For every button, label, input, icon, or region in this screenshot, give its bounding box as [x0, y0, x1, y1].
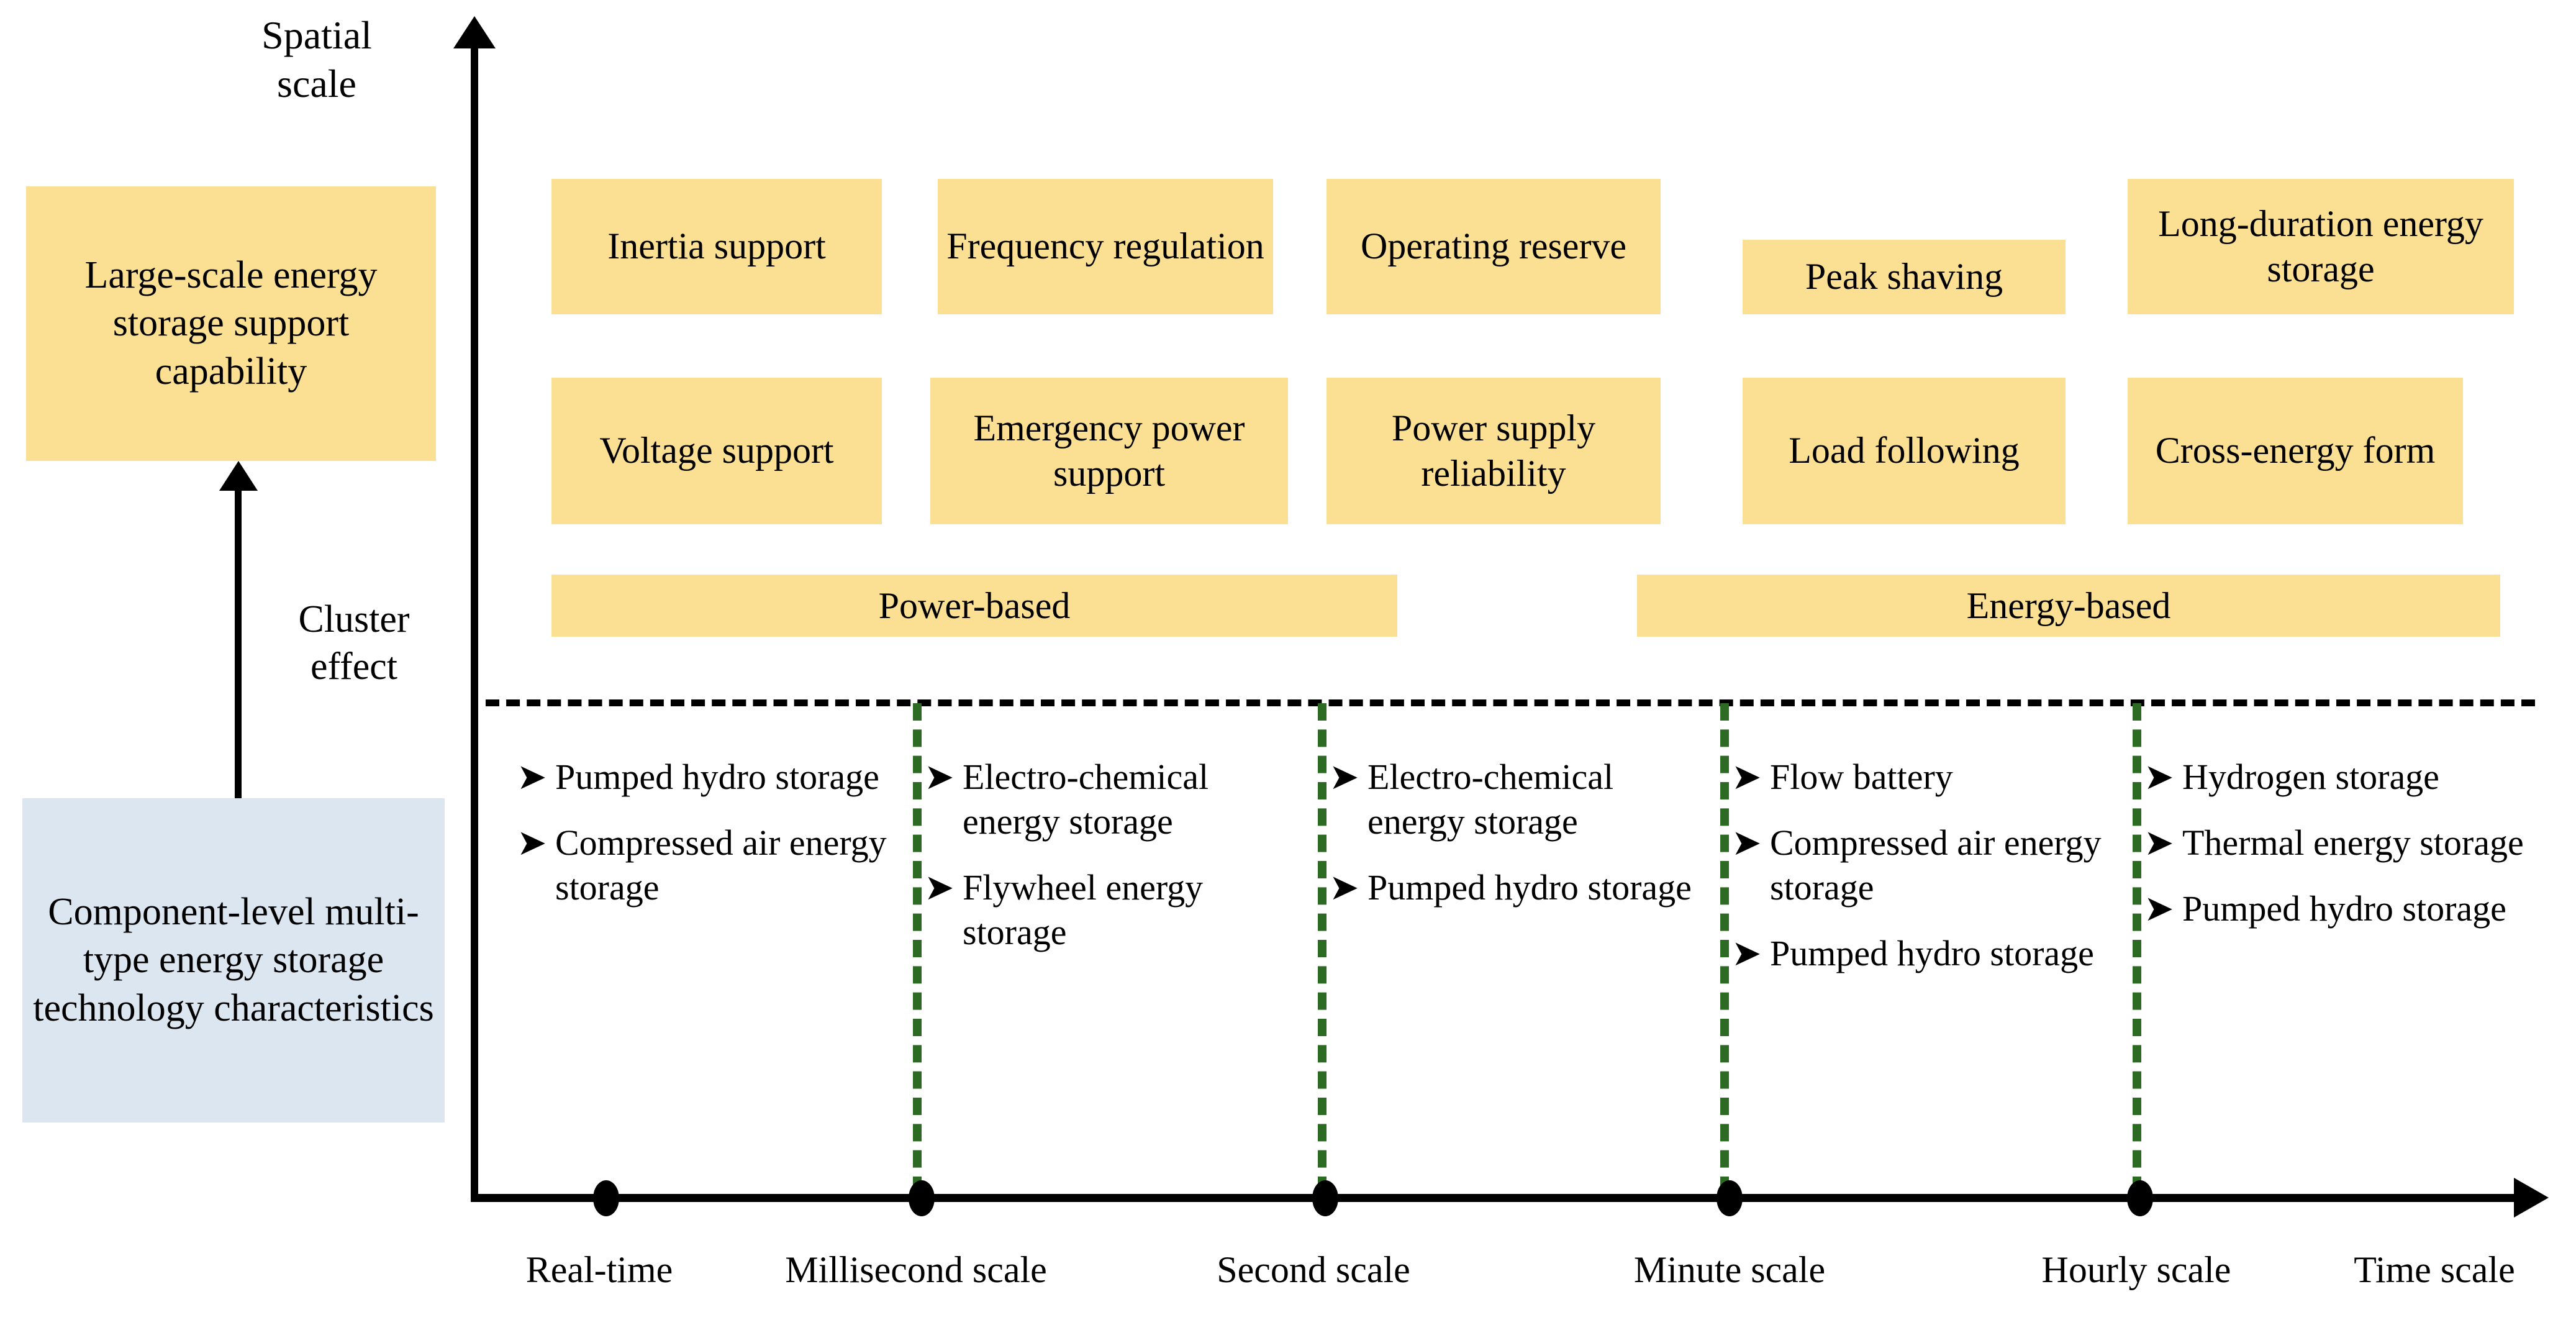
divider-minute — [1720, 703, 1729, 1194]
technology-column-hourly: ➤ Hydrogen storage ➤ Thermal energy stor… — [2144, 755, 2541, 952]
list-item: ➤ Flow battery — [1731, 755, 2121, 799]
list-item: ➤ Thermal energy storage — [2144, 821, 2541, 865]
service-box-label: Peak shaving — [1805, 256, 2003, 298]
list-item: ➤ Compressed air energy storage — [517, 821, 896, 910]
list-item: ➤ Pumped hydro storage — [2144, 886, 2541, 931]
arrow-bullet-icon: ➤ — [1329, 757, 1359, 797]
technology-label: Compressed air energy storage — [555, 822, 887, 908]
arrow-bullet-icon: ➤ — [2144, 757, 2174, 797]
technology-column-second: ➤ Electro-chemical energy storage ➤ Pump… — [1329, 755, 1708, 931]
service-box-operating-reserve: Operating reserve — [1327, 179, 1661, 314]
arrow-bullet-icon: ➤ — [517, 822, 547, 863]
technology-label: Flywheel energy storage — [963, 867, 1204, 952]
technology-label: Compressed air energy storage — [1770, 822, 2102, 908]
technology-label: Pumped hydro storage — [1367, 867, 1692, 908]
axis-tick-dot-real-time — [593, 1180, 619, 1216]
technology-label: Pumped hydro storage — [555, 757, 879, 797]
list-item: ➤ Pumped hydro storage — [1329, 865, 1708, 910]
divider-second — [1318, 703, 1327, 1194]
service-box-label: Long-duration energy storage — [2158, 203, 2483, 289]
service-box-voltage-support: Voltage support — [551, 378, 882, 524]
technology-column-real-time: ➤ Pumped hydro storage ➤ Compressed air … — [517, 755, 896, 931]
tick-label-millisecond: Millisecond scale — [785, 1249, 1047, 1290]
y-axis-line — [471, 47, 478, 1202]
service-box-label: Inertia support — [607, 225, 826, 267]
technology-label: Pumped hydro storage — [2182, 888, 2506, 929]
technology-label: Hydrogen storage — [2182, 757, 2439, 797]
x-axis-line — [472, 1194, 2521, 1202]
list-item: ➤ Pumped hydro storage — [1731, 931, 2121, 976]
service-box-frequency-regulation: Frequency regulation — [938, 179, 1273, 314]
y-axis-label-line1: Spatial — [261, 13, 372, 57]
cluster-effect-arrowhead-icon — [219, 461, 258, 491]
axis-tick-dot-minute — [1717, 1180, 1743, 1216]
service-box-long-duration-energy-storage: Long-duration energy storage — [2128, 179, 2514, 314]
service-box-peak-shaving: Peak shaving — [1743, 240, 2066, 314]
list-item: ➤ Hydrogen storage — [2144, 755, 2541, 799]
service-box-emergency-power-support: Emergency power support — [930, 378, 1288, 524]
arrow-bullet-icon: ➤ — [1731, 757, 1762, 797]
tick-label-real-time: Real-time — [525, 1249, 673, 1290]
y-axis-label: Spatial scale — [224, 11, 410, 108]
service-box-label: Frequency regulation — [946, 225, 1264, 267]
arrow-bullet-icon: ➤ — [924, 867, 955, 908]
arrow-bullet-icon: ➤ — [1731, 822, 1762, 863]
category-bar-power-based: Power-based — [551, 575, 1397, 637]
technology-column-minute: ➤ Flow battery ➤ Compressed air energy s… — [1731, 755, 2121, 997]
tick-label-minute: Minute scale — [1633, 1249, 1826, 1290]
service-box-cross-energy-form: Cross-energy form — [2128, 378, 2463, 524]
component-level-technology-box: Component-level multi-type energy storag… — [22, 798, 445, 1122]
large-scale-support-capability-box: Large-scale energy storage support capab… — [26, 186, 436, 461]
technology-column-millisecond: ➤ Electro-chemical energy storage ➤ Flyw… — [924, 755, 1297, 976]
x-axis-label-time-scale: Time scale — [2354, 1249, 2515, 1290]
axis-tick-dot-hourly — [2127, 1180, 2153, 1216]
arrow-bullet-icon: ➤ — [1731, 932, 1762, 973]
arrow-bullet-icon: ➤ — [924, 757, 955, 797]
technology-label: Electro-chemical energy storage — [1367, 757, 1614, 842]
service-box-label: Operating reserve — [1360, 225, 1627, 267]
service-box-load-following: Load following — [1743, 378, 2066, 524]
list-item: ➤ Electro-chemical energy storage — [1329, 755, 1708, 844]
tick-label-hourly: Hourly scale — [2041, 1249, 2231, 1290]
arrow-bullet-icon: ➤ — [1329, 867, 1359, 908]
technology-label: Flow battery — [1770, 757, 1953, 797]
service-box-power-supply-reliability: Power supply reliability — [1327, 378, 1661, 524]
y-axis-arrowhead-icon — [453, 16, 496, 48]
cluster-effect-label-line1: Cluster — [298, 598, 410, 640]
category-bar-energy-based: Energy-based — [1637, 575, 2500, 637]
arrow-bullet-icon: ➤ — [2144, 888, 2174, 929]
service-box-inertia-support: Inertia support — [551, 179, 882, 314]
list-item: ➤ Electro-chemical energy storage — [924, 755, 1297, 844]
list-item: ➤ Flywheel energy storage — [924, 865, 1297, 955]
y-axis-label-line2: scale — [277, 61, 356, 106]
large-scale-support-capability-label: Large-scale energy storage support capab… — [84, 253, 378, 393]
list-item: ➤ Compressed air energy storage — [1731, 821, 2121, 910]
category-bar-label: Energy-based — [1966, 585, 2171, 626]
axis-tick-dot-millisecond — [909, 1180, 935, 1216]
arrow-bullet-icon: ➤ — [517, 757, 547, 797]
axis-tick-dot-second — [1312, 1180, 1338, 1216]
service-box-label: Load following — [1789, 430, 2020, 471]
service-box-label: Power supply reliability — [1391, 407, 1596, 494]
divider-hourly — [2133, 703, 2141, 1194]
list-item: ➤ Pumped hydro storage — [517, 755, 896, 799]
horizontal-dashed-separator — [486, 699, 2535, 706]
technology-label: Pumped hydro storage — [1770, 932, 2094, 973]
tick-label-second: Second scale — [1217, 1249, 1410, 1290]
cluster-effect-label-line2: effect — [311, 645, 397, 688]
component-level-technology-label: Component-level multi-type energy storag… — [33, 890, 434, 1029]
technology-label: Electro-chemical energy storage — [963, 757, 1209, 842]
cluster-effect-label: Cluster effect — [261, 596, 447, 690]
service-box-label: Emergency power support — [973, 407, 1245, 494]
divider-millisecond — [913, 703, 922, 1194]
service-box-label: Voltage support — [599, 430, 834, 471]
x-axis-arrowhead-icon — [2514, 1178, 2549, 1218]
technology-label: Thermal energy storage — [2182, 822, 2524, 863]
service-box-label: Cross-energy form — [2155, 430, 2436, 471]
category-bar-label: Power-based — [878, 585, 1071, 626]
arrow-bullet-icon: ➤ — [2144, 822, 2174, 863]
cluster-effect-arrow-shaft — [235, 478, 242, 798]
